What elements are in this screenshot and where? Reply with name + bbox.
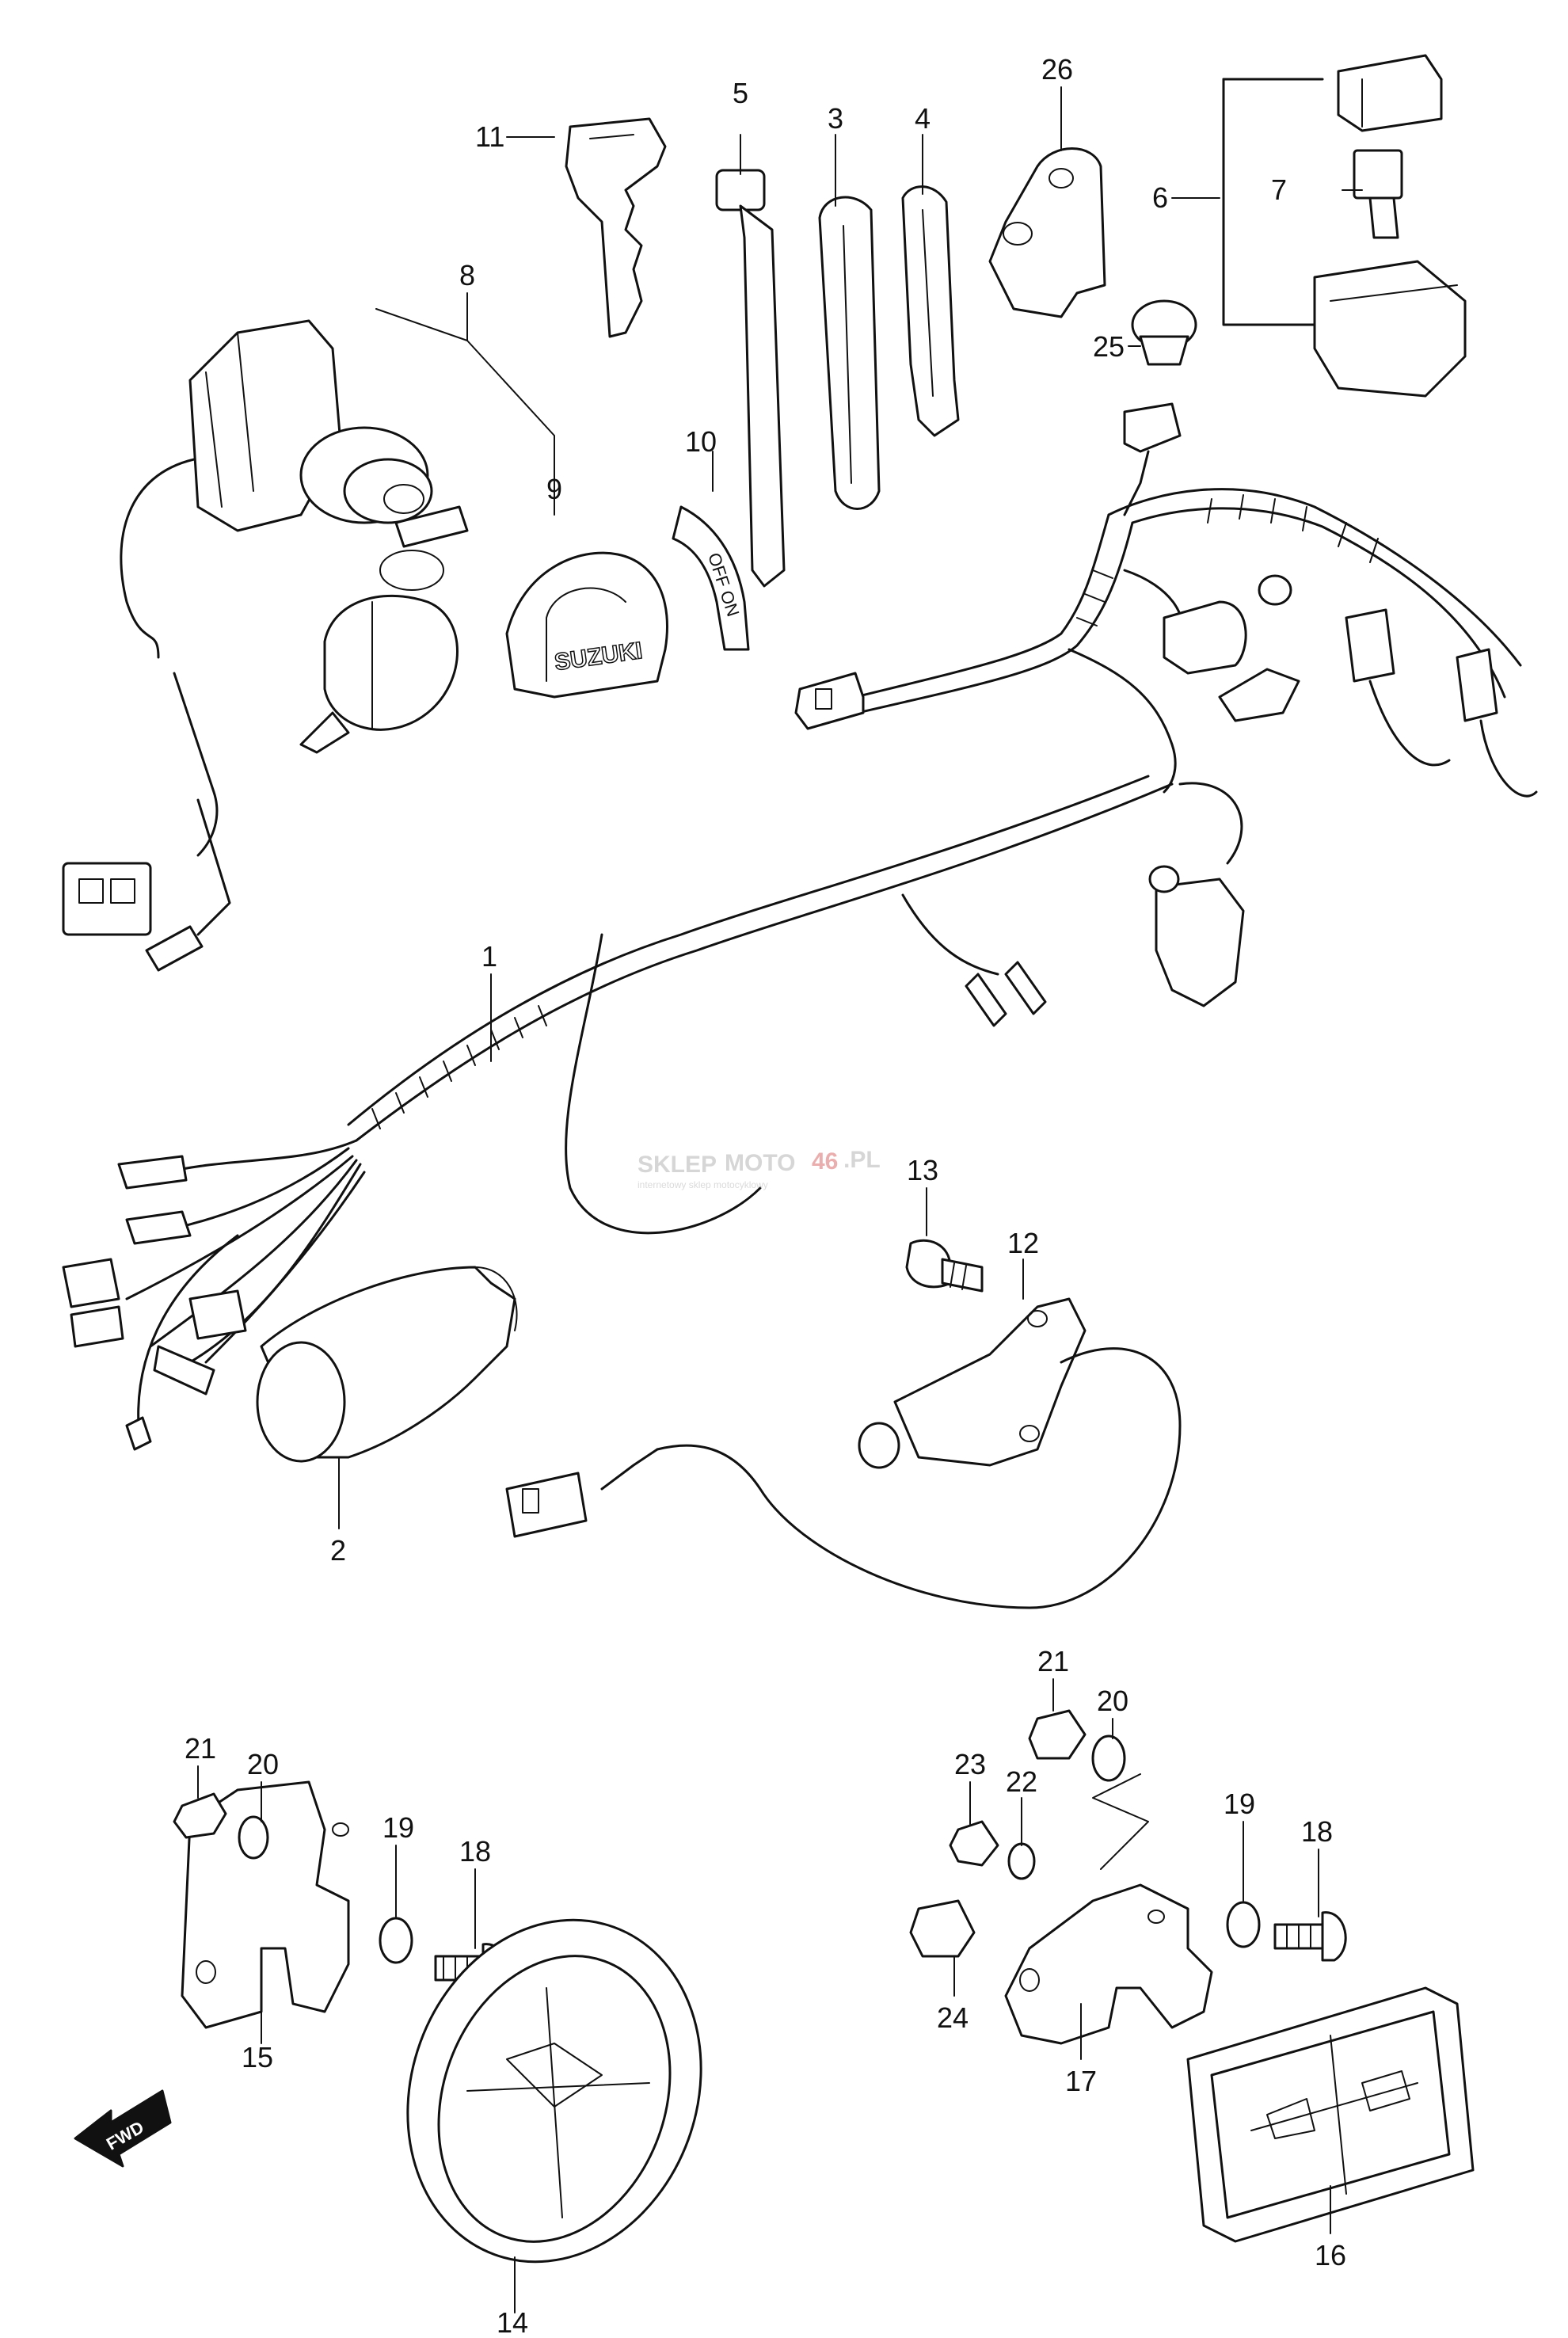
callout-23: 23 — [954, 1748, 986, 1780]
watermark-tagline: internetowy sklep motocyklowy — [637, 1179, 768, 1190]
ignition-switch — [62, 319, 469, 972]
callout-25: 25 — [1093, 330, 1125, 363]
starter-relay — [1222, 54, 1467, 398]
clamp-4 — [901, 185, 960, 437]
callout-9: 9 — [546, 473, 562, 505]
callout-14: 14 — [497, 2306, 528, 2338]
callout-15: 15 — [242, 2041, 273, 2073]
clamp-3 — [818, 196, 881, 510]
switch-12 — [505, 1297, 1182, 1609]
callout-4: 4 — [915, 102, 931, 135]
callout-20b: 20 — [1097, 1685, 1128, 1717]
watermark-brand-left: SKLEP — [637, 1152, 717, 1178]
callout-18a: 18 — [459, 1835, 491, 1868]
callout-3: 3 — [828, 102, 843, 135]
fwd-arrow-icon: FWD — [74, 2089, 172, 2168]
watermark-brand-mid: MOTO — [725, 1150, 795, 1176]
callout-21a: 21 — [185, 1732, 216, 1765]
key-label: OFF ON — [672, 505, 750, 651]
callout-16: 16 — [1315, 2239, 1346, 2271]
bolt-13 — [905, 1239, 984, 1293]
callout-18b: 18 — [1301, 1815, 1333, 1848]
wiring-harness — [125, 488, 1522, 1427]
watermark-brand-num: 46 — [812, 1148, 838, 1175]
callout-26: 26 — [1041, 53, 1073, 86]
callout-12: 12 — [1007, 1227, 1039, 1259]
callout-8: 8 — [459, 259, 475, 291]
bracket-26 — [988, 147, 1106, 318]
callout-2: 2 — [330, 1534, 346, 1567]
callout-numbers: 11 5 3 4 26 6 7 8 25 10 9 1 13 12 2 21 2… — [185, 53, 1346, 2338]
callout-5: 5 — [733, 77, 748, 109]
rear-reflector — [1186, 1986, 1475, 2243]
callout-7: 7 — [1271, 173, 1287, 206]
watermark-brand-tld: .PL — [843, 1147, 881, 1173]
watermark: SKLEP MOTO 46 .PL internetowy sklep moto… — [637, 1147, 881, 1190]
callout-17: 17 — [1065, 2065, 1097, 2097]
callout-13: 13 — [907, 1154, 938, 1186]
rear-reflector-bracket — [909, 1709, 1347, 2045]
front-reflector — [406, 1918, 702, 2264]
harness-terminals-left — [62, 1155, 247, 1451]
cable-tie-5 — [715, 169, 786, 588]
key — [565, 117, 667, 338]
callout-6: 6 — [1152, 181, 1168, 214]
ignition-cover: SUZUKI — [505, 551, 668, 699]
callout-19b: 19 — [1224, 1788, 1255, 1820]
grommet-25 — [1131, 299, 1197, 366]
callout-24: 24 — [937, 2001, 969, 2034]
harness-connectors — [794, 402, 1538, 1027]
leader-lines — [197, 86, 1363, 2313]
callout-1: 1 — [481, 940, 497, 973]
horn — [256, 1266, 518, 1463]
callout-20a: 20 — [247, 1748, 279, 1780]
callout-21b: 21 — [1037, 1645, 1069, 1677]
callout-11: 11 — [475, 120, 504, 153]
callout-22: 22 — [1006, 1765, 1037, 1798]
callout-10: 10 — [685, 425, 717, 458]
callout-19a: 19 — [382, 1811, 414, 1844]
